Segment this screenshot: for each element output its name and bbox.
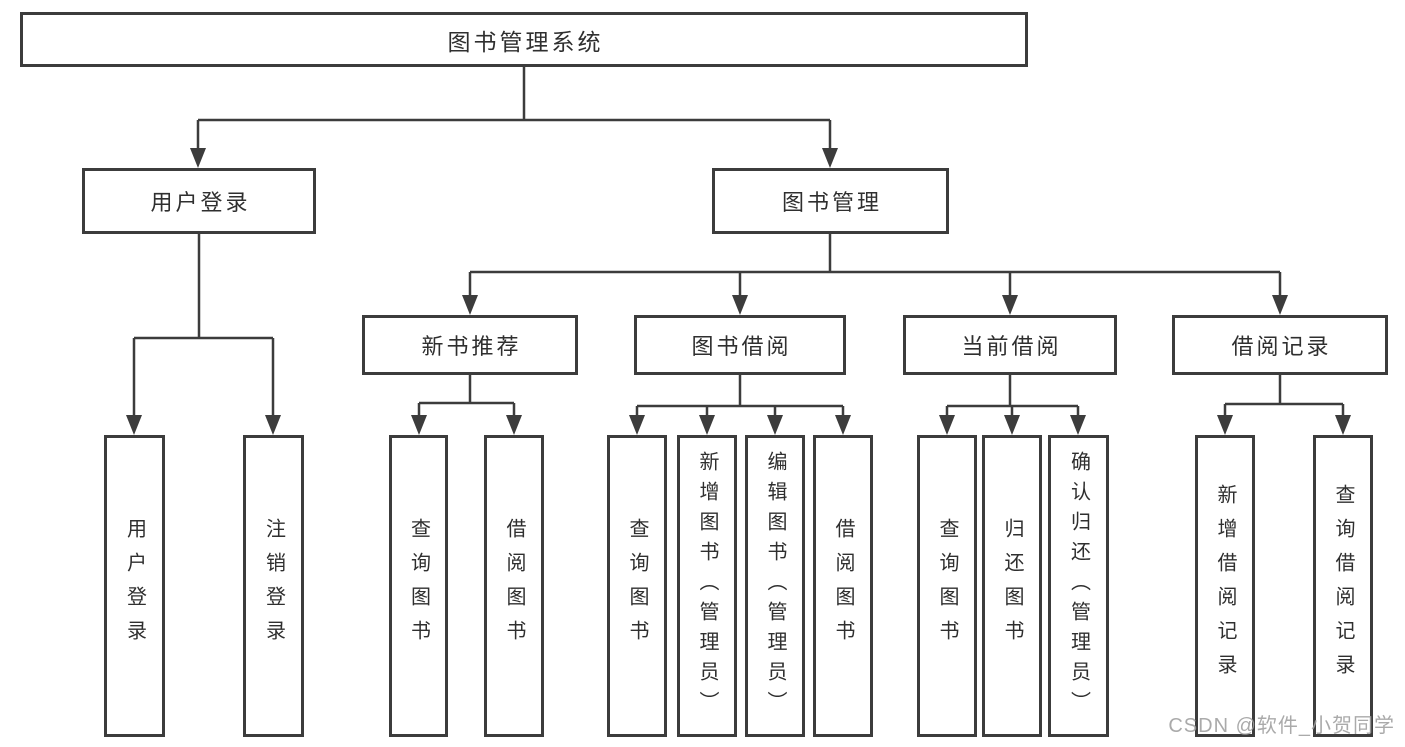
node-root: 图书管理系统	[20, 12, 1028, 67]
node-borrow-record-label: 借阅记录	[1231, 334, 1332, 359]
leaf-return-book-label: 归还图书	[1001, 518, 1023, 654]
node-book-borrow: 图书借阅	[634, 315, 846, 375]
leaf-edit-book-admin-label: 编辑图书（管理员）	[764, 451, 786, 721]
node-book-management-label: 图书管理	[781, 190, 882, 215]
leaf-query-book-2-label: 查询图书	[626, 518, 648, 654]
node-new-book-recommend-label: 新书推荐	[421, 334, 522, 359]
leaf-query-borrow-record: 查询借阅记录	[1313, 435, 1373, 737]
leaf-query-borrow-record-label: 查询借阅记录	[1332, 484, 1354, 688]
leaf-query-book-3-label: 查询图书	[936, 518, 958, 654]
node-book-management: 图书管理	[712, 168, 949, 234]
leaf-logout: 注销登录	[243, 435, 304, 737]
leaf-add-book-admin-label: 新增图书（管理员）	[696, 451, 718, 721]
node-root-label: 图书管理系统	[447, 28, 604, 55]
leaf-confirm-return-admin: 确认归还（管理员）	[1048, 435, 1109, 737]
node-user-login-label: 用户登录	[150, 190, 251, 215]
leaf-borrow-book-1: 借阅图书	[484, 435, 544, 737]
leaf-query-book-1-label: 查询图书	[407, 518, 430, 654]
leaf-query-book-1: 查询图书	[389, 435, 448, 737]
csdn-watermark: CSDN @软件_小贺同学	[1168, 715, 1395, 737]
node-borrow-record: 借阅记录	[1172, 315, 1388, 375]
node-current-borrow: 当前借阅	[903, 315, 1117, 375]
leaf-user-login: 用户登录	[104, 435, 165, 737]
node-new-book-recommend: 新书推荐	[362, 315, 578, 375]
leaf-query-book-2: 查询图书	[607, 435, 667, 737]
leaf-borrow-book-2: 借阅图书	[813, 435, 873, 737]
leaf-add-borrow-record: 新增借阅记录	[1195, 435, 1255, 737]
leaf-confirm-return-admin-label: 确认归还（管理员）	[1067, 451, 1090, 721]
leaf-user-login-label: 用户登录	[123, 518, 146, 654]
leaf-return-book: 归还图书	[982, 435, 1042, 737]
leaf-add-book-admin: 新增图书（管理员）	[677, 435, 737, 737]
node-user-login: 用户登录	[82, 168, 316, 234]
leaf-borrow-book-1-label: 借阅图书	[503, 518, 525, 654]
node-current-borrow-label: 当前借阅	[961, 334, 1062, 359]
node-book-borrow-label: 图书借阅	[691, 334, 792, 359]
leaf-logout-label: 注销登录	[262, 518, 285, 654]
leaf-add-borrow-record-label: 新增借阅记录	[1214, 484, 1236, 688]
leaf-edit-book-admin: 编辑图书（管理员）	[745, 435, 805, 737]
leaf-borrow-book-2-label: 借阅图书	[832, 518, 854, 654]
leaf-query-book-3: 查询图书	[917, 435, 977, 737]
